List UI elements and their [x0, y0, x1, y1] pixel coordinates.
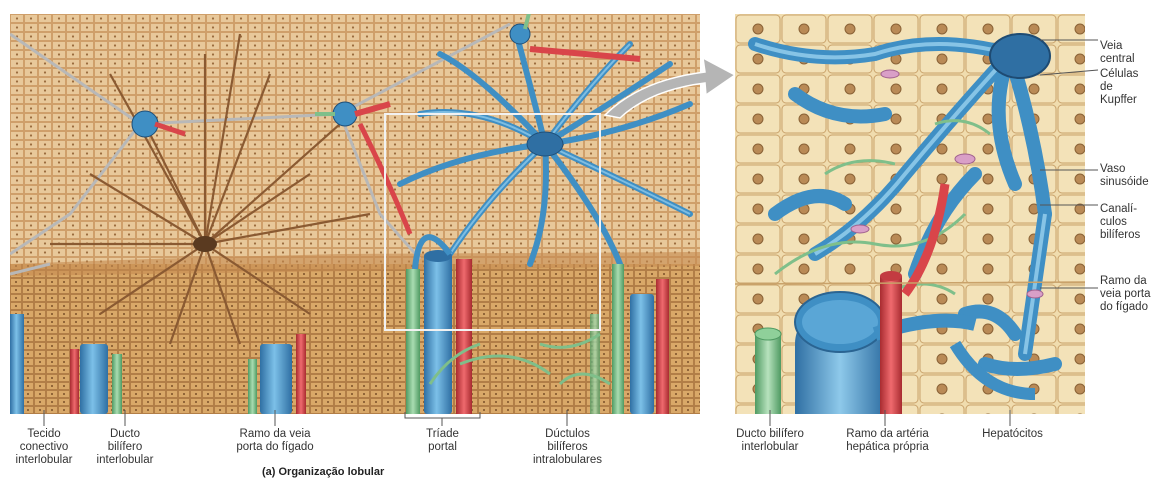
bottom-leader-lines — [0, 410, 1168, 430]
label-ductulos-biliferos: Dúctulos bilíferos intralobulares — [515, 428, 620, 467]
label-ramo-arteria-hepatica: Ramo da artéria hepática própria — [830, 428, 945, 454]
label-ramo-veia-porta-left: Ramo da veia porta do fígado — [215, 428, 335, 454]
label-vaso-sinusoide: Vaso sinusóide — [1100, 163, 1149, 189]
label-triade-portal: Tríade portal — [405, 428, 480, 454]
lobule-drawing — [10, 14, 700, 414]
figure-caption: (a) Organização lobular — [262, 466, 384, 478]
magnified-detail-illustration — [735, 14, 1085, 414]
label-ducto-bilifero-right: Ducto bilífero interlobular — [715, 428, 825, 454]
label-hepatocitos: Hepatócitos — [965, 428, 1060, 441]
label-ducto-bilifero-left: Ducto bilífero interlobular — [80, 428, 170, 467]
label-tecido-conectivo: Tecido conectivo interlobular — [4, 428, 84, 467]
label-veia-central: Veia central — [1100, 40, 1135, 66]
central-vein-left — [193, 236, 217, 252]
zoom-pointer-arrow — [600, 50, 740, 120]
bile-duct — [755, 334, 781, 414]
lobular-organization-illustration — [10, 14, 700, 414]
hepatic-artery-branch — [880, 276, 902, 414]
label-canaliculos-biliferos: Canalí- culos bilíferos — [1100, 203, 1140, 242]
label-ramo-veia-porta-right: Ramo da veia porta do fígado — [1100, 275, 1151, 314]
detail-drawing — [735, 14, 1085, 414]
label-celulas-kupffer: Células de Kupffer — [1100, 68, 1138, 107]
central-vein-right — [527, 132, 563, 156]
